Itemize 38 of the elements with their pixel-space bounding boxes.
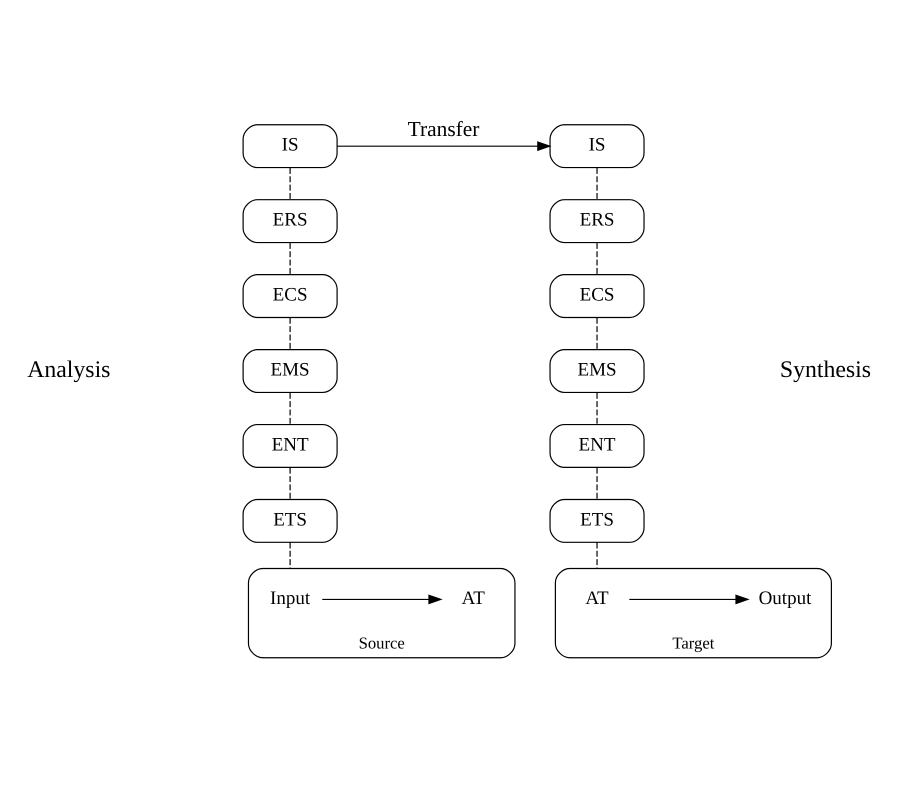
node-box: ECS [549, 274, 645, 318]
connector [290, 542, 291, 568]
node-text: AT [462, 587, 485, 608]
connector [290, 167, 291, 200]
connector [290, 317, 291, 349]
arrow [629, 594, 750, 604]
node-text: Input [270, 587, 310, 608]
edge-label: Transfer [408, 116, 480, 140]
node-box: ETS [549, 498, 645, 542]
node-box: IS [242, 124, 338, 168]
arrow [337, 140, 552, 151]
node-box: ENT [242, 423, 338, 468]
cluster [554, 567, 832, 658]
connector [290, 467, 291, 499]
arrow [322, 594, 443, 604]
node-box: ETS [242, 498, 338, 542]
connector [596, 392, 598, 424]
connector [596, 467, 598, 499]
label: Analysis [27, 356, 110, 382]
connector [290, 242, 291, 274]
node-box: EMS [242, 348, 338, 393]
node-text: Output [758, 587, 812, 608]
node-box: EMS [549, 348, 645, 393]
node-box: ERS [242, 198, 338, 243]
connector [596, 317, 598, 349]
connector [596, 242, 598, 274]
node-box: ENT [549, 423, 645, 468]
node-box: IS [549, 124, 645, 168]
connector [290, 392, 291, 424]
node-box: ECS [242, 274, 338, 318]
node-label: Target [672, 632, 714, 652]
connector [596, 167, 598, 200]
connector [596, 542, 598, 568]
cluster [248, 567, 516, 658]
node-label: Source [358, 632, 405, 652]
label: Synthesis [780, 356, 872, 382]
node-text: AT [585, 587, 609, 608]
node-box: ERS [549, 198, 645, 243]
